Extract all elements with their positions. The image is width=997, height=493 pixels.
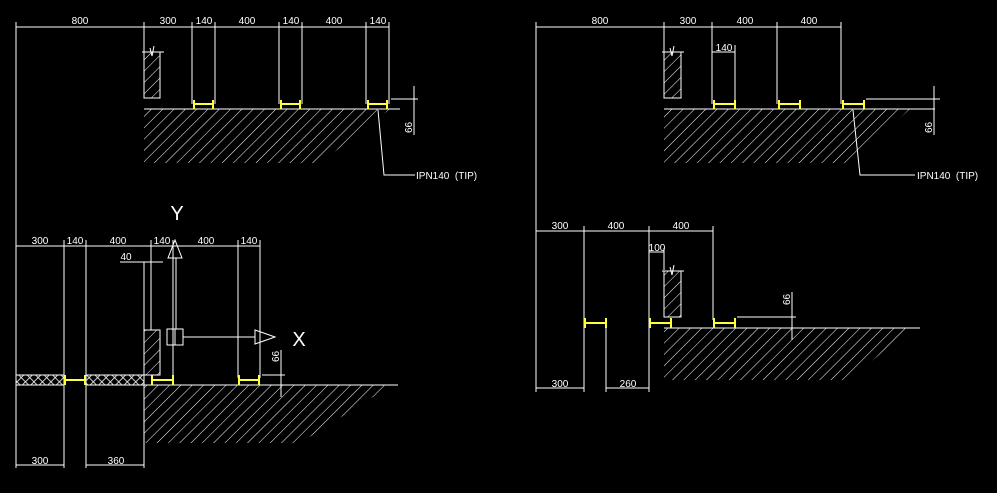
dim-label: 66 [271,350,282,362]
dim-label: 800 [592,16,609,27]
paving-block [85,374,145,386]
break-mark [662,264,684,276]
dim-label: 300 [552,379,569,390]
dim-label: 140 [154,236,171,247]
dim-label: 300 [680,16,697,27]
dim-label: 400 [608,221,625,232]
break-mark [662,45,684,57]
dim-label: 360 [108,456,125,467]
dim-label: 400 [110,236,127,247]
dim-label: 400 [198,236,215,247]
wall-section [143,51,161,99]
ground-hatch [664,109,910,163]
dim-label: 66 [924,121,935,133]
dim-label: 800 [72,16,89,27]
beam-label: IPN140 (TIP) [917,171,978,182]
ipn-beam [64,375,260,385]
top-left-detail: 800 300 140 400 140 400 140 66 IPN140 (T… [15,16,477,328]
ipn-beam [713,100,865,109]
dim-label: 140 [241,236,258,247]
ground-hatch [144,385,392,443]
dim-label: 140 [196,16,213,27]
dim-label: 400 [673,221,690,232]
dim-label: 140 [283,16,300,27]
paving-block [15,374,65,386]
dim-label: 66 [404,121,415,133]
dim-label: 66 [782,293,793,305]
ipn-beam [193,100,388,109]
dim-label: 400 [737,16,754,27]
dim-label: 140 [370,16,387,27]
dim-label: 100 [649,243,666,254]
ground-hatch [144,109,390,163]
x-axis-label: X [292,329,305,351]
dim-label: 400 [326,16,343,27]
break-mark [142,45,164,57]
bottom-left-detail: 300 140 400 140 400 140 40 Y X 66 300 36… [15,203,398,468]
ground-hatch [664,328,910,380]
dim-label: 400 [801,16,818,27]
dim-label: 300 [32,236,49,247]
leader-line [852,109,915,176]
beam-label: IPN140 (TIP) [416,171,477,182]
dim-label: 400 [239,16,256,27]
ipn-beam [584,318,736,328]
wall-section [663,270,682,318]
dim-label: 300 [32,456,49,467]
bottom-right-detail: 300 400 400 100 66 300 260 [535,221,920,392]
dim-label: 140 [67,236,84,247]
leader-line [377,109,415,176]
dim-label: 260 [620,379,637,390]
top-right-detail: 800 300 400 400 140 66 IPN140 (TIP) [535,16,978,232]
y-axis-label: Y [170,203,183,225]
dim-label: 140 [716,43,733,54]
dim-label: 300 [160,16,177,27]
wall-section [143,329,161,376]
dim-label: 40 [120,252,132,263]
ucs-icon [166,238,277,346]
dim-label: 300 [552,221,569,232]
wall-section [663,51,682,99]
